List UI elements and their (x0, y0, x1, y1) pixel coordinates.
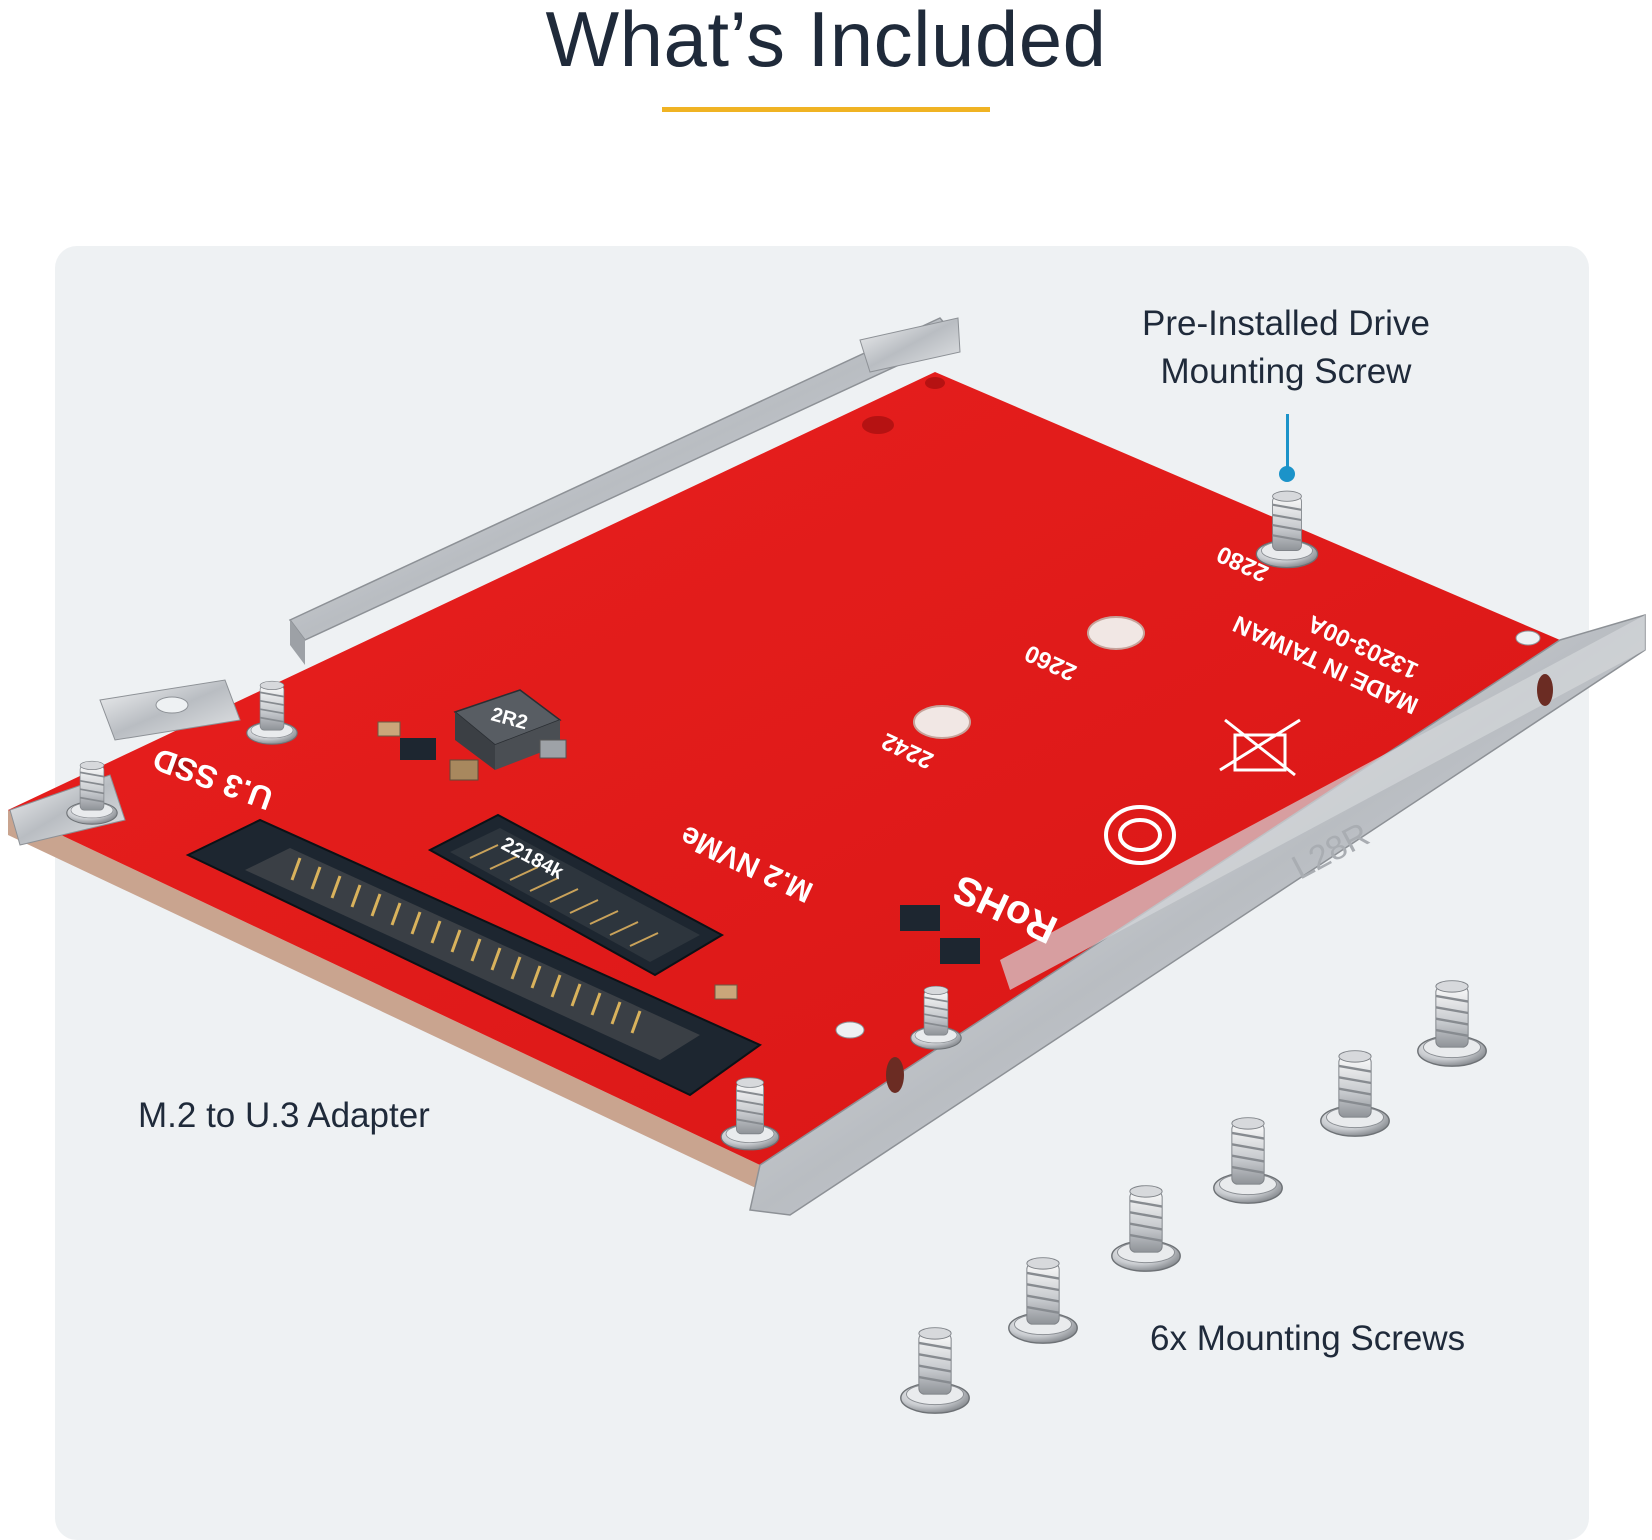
screw-callout-line1: Pre-Installed Drive (1142, 304, 1430, 343)
loose-screw-icon (1007, 1256, 1079, 1345)
loose-screw-icon (899, 1326, 971, 1415)
rohs-circle-icon (1104, 805, 1176, 865)
weee-icon (1219, 718, 1301, 777)
page-title: What’s Included (545, 0, 1107, 83)
loose-screw-icon (1110, 1184, 1182, 1273)
callout-line (1286, 414, 1289, 472)
title-accent-rule (662, 107, 990, 112)
callout-dot (1279, 466, 1295, 482)
adapter-label: M.2 to U.3 Adapter (138, 1096, 430, 1135)
screw-callout-label: Pre-Installed Drive Mounting Screw (1100, 300, 1472, 396)
loose-screw-icon (1416, 979, 1488, 1068)
standoff-hole-2260 (1087, 616, 1145, 650)
screw-callout-line2: Mounting Screw (1160, 352, 1412, 391)
standoff-hole-2242 (913, 705, 971, 739)
pcb-board (8, 372, 1560, 1165)
loose-screw-icon (1212, 1116, 1284, 1205)
loose-screw-icon (1319, 1049, 1391, 1138)
screws-label: 6x Mounting Screws (1150, 1319, 1466, 1358)
